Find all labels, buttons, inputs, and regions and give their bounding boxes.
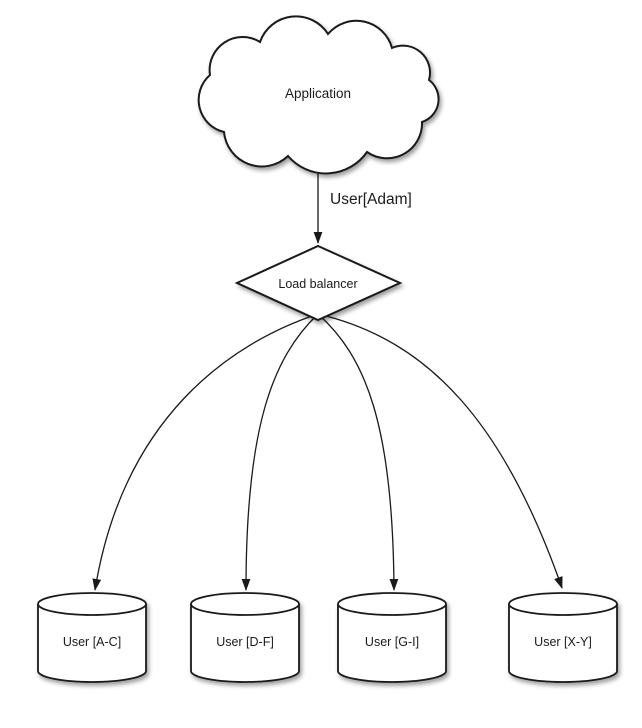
shard-cylinder-x-y: User [X-Y] [508,592,618,683]
cylinder-body [337,604,447,683]
shard-cylinder-a-c: User [A-C] [37,592,147,683]
application-label: Application [285,86,351,101]
edge-label-user-adam: User[Adam] [330,191,412,208]
shard-label-a-c: User [A-C] [63,635,121,649]
cylinder-body [190,604,300,683]
edge-lb-to-shard-a-c [92,313,319,591]
cylinder-top [337,592,447,616]
shard-label-x-y: User [X-Y] [534,635,592,649]
edge-lb-to-shard-g-i [317,313,399,591]
load-balancer-node: Load balancer [234,244,403,322]
cylinder-body [37,604,147,683]
shard-label-d-f: User [D-F] [216,635,274,649]
load-balancer-label: Load balancer [278,277,357,291]
diamond-shape [234,244,403,322]
edge-lb-to-shard-d-f [241,313,319,591]
cylinder-top [190,592,300,616]
cylinder-top [508,592,618,616]
shard-label-g-i: User [G-I] [365,635,419,649]
cloud-shape [197,15,440,175]
cylinder-top [37,592,147,616]
edge-lb-to-shard-x-y [317,313,563,589]
application-cloud-node: Application [197,15,440,175]
shard-cylinder-g-i: User [G-I] [337,592,447,683]
shard-cylinder-d-f: User [D-F] [190,592,300,683]
cylinder-body [508,604,618,683]
